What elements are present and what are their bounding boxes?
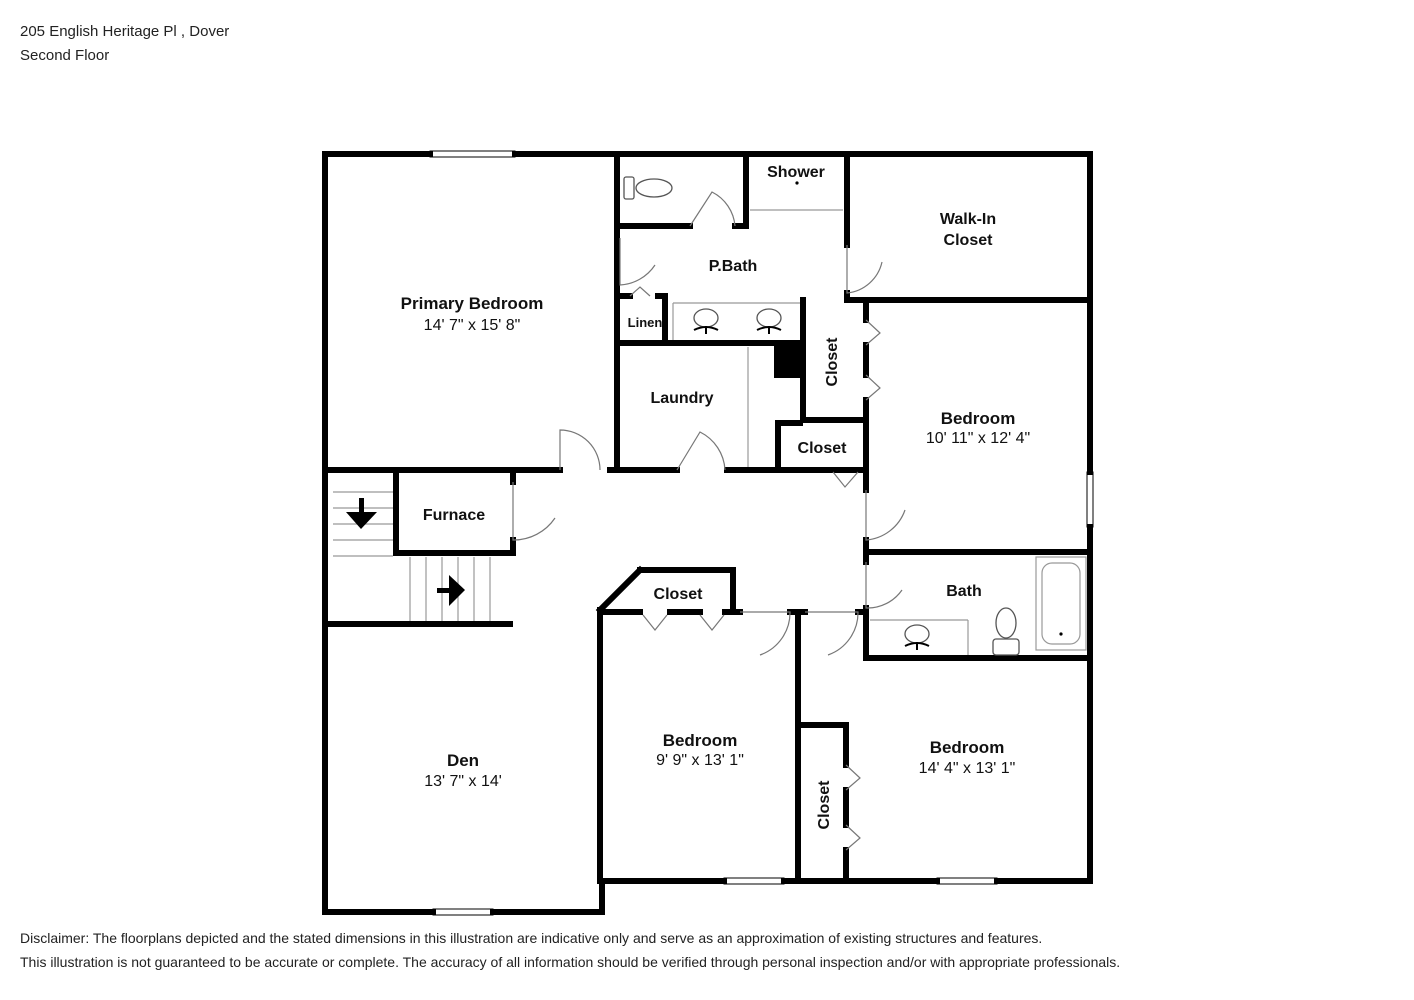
- sink-icon-2: [756, 308, 782, 328]
- plumbing-fixtures: [623, 176, 1020, 656]
- stair-arrows: [346, 498, 465, 606]
- dims-primary-bedroom: 14' 7" x 15' 8": [424, 317, 521, 334]
- door-laundry: [676, 431, 726, 471]
- chase-block: [774, 343, 800, 378]
- room-pbath: P.Bath: [709, 258, 758, 275]
- window-bedroom-se: [936, 877, 998, 885]
- door-primary: [559, 429, 601, 471]
- room-walk-in-1: Walk-In: [940, 211, 996, 228]
- floor-name: Second Floor: [20, 47, 110, 64]
- door-bedroom-mid: [740, 611, 791, 656]
- windows: [429, 150, 1094, 916]
- door-walkin: [846, 245, 883, 294]
- room-closet-c: Closet: [654, 586, 704, 603]
- arrow-down-icon: [346, 498, 377, 529]
- arrow-right-icon: [437, 575, 465, 606]
- room-bedroom-mid: Bedroom: [663, 731, 738, 750]
- room-primary-bedroom: Primary Bedroom: [401, 294, 544, 313]
- stair-treads-lower: [409, 557, 491, 622]
- dims-bedroom-ne: 10' 11" x 12' 4": [926, 430, 1030, 447]
- door-closet-b: [832, 471, 859, 488]
- window-primary: [429, 150, 516, 158]
- disclaimer-line-1: Disclaimer: The floorplans depicted and …: [20, 930, 1043, 946]
- door-pbath: [619, 238, 656, 286]
- doors: [512, 191, 906, 851]
- shower-drain-icon: [795, 181, 799, 185]
- room-furnace: Furnace: [423, 507, 485, 524]
- room-walk-in-2: Closet: [944, 232, 994, 249]
- walls: [322, 151, 1093, 915]
- room-bath: Bath: [946, 583, 982, 600]
- room-linen: Linen: [628, 315, 663, 330]
- window-bedroom-mid: [723, 877, 785, 885]
- tub-drain-icon: [1059, 632, 1063, 636]
- room-shower: Shower: [767, 164, 825, 181]
- property-address: 205 English Heritage Pl , Dover: [20, 23, 230, 40]
- door-bath: [865, 562, 903, 609]
- room-laundry: Laundry: [650, 390, 713, 407]
- door-closet-a1: [865, 319, 881, 346]
- faucets: [693, 326, 930, 650]
- door-closet-c1: [642, 614, 668, 631]
- door-closet-c2: [699, 614, 725, 631]
- door-bedroom-se: [805, 611, 859, 656]
- door-furnace: [512, 482, 556, 541]
- door-closet-a2: [865, 374, 881, 401]
- sink-icon-bath: [904, 624, 930, 644]
- room-closet-b: Closet: [798, 440, 848, 457]
- room-bedroom-se: Bedroom: [930, 738, 1005, 757]
- door-closet-d2: [845, 824, 861, 851]
- disclaimer-line-2: This illustration is not guaranteed to b…: [20, 954, 1121, 970]
- room-den: Den: [447, 751, 479, 770]
- door-linen: [629, 286, 651, 297]
- bathtub: [1035, 556, 1087, 651]
- toilet-icon-bath: [992, 607, 1020, 656]
- dims-den: 13' 7" x 14': [424, 773, 502, 790]
- toilet-icon-pbath: [623, 176, 673, 200]
- door-bedroom-ne: [865, 490, 906, 541]
- dims-bedroom-se: 14' 4" x 13' 1": [919, 760, 1016, 777]
- room-bedroom-ne: Bedroom: [941, 409, 1016, 428]
- sink-icon-1: [693, 308, 719, 328]
- room-closet-d: Closet: [816, 780, 833, 830]
- dims-bedroom-mid: 9' 9" x 13' 1": [656, 752, 744, 769]
- fixtures: [333, 209, 1087, 655]
- tub-basin: [1041, 562, 1081, 645]
- window-den: [432, 908, 494, 916]
- door-closet-d1: [845, 764, 861, 791]
- door-toilet: [689, 191, 736, 227]
- window-bedroom-ne: [1086, 471, 1094, 528]
- room-closet-a: Closet: [824, 337, 841, 387]
